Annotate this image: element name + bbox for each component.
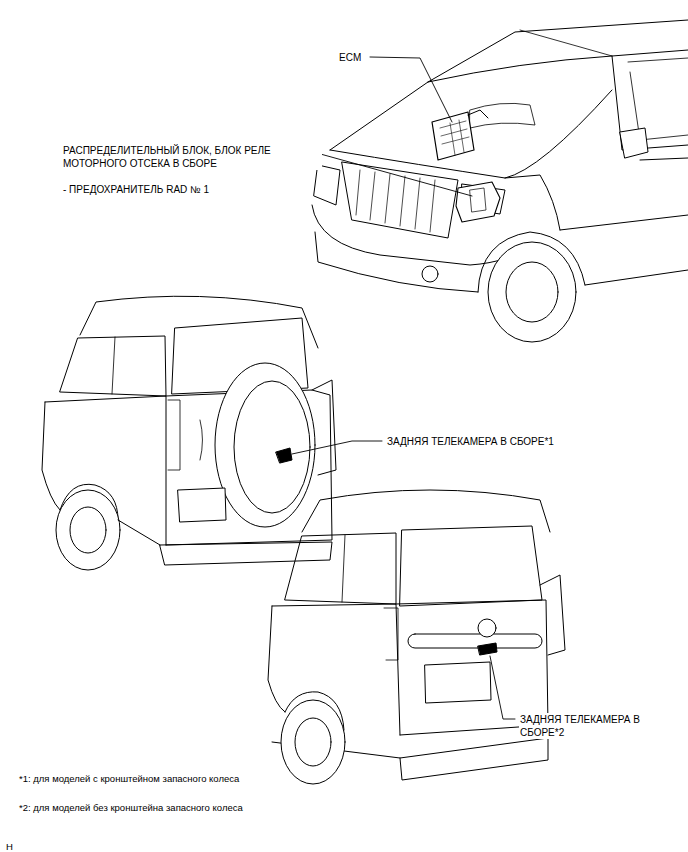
part-label: ЗАДНЯЯ ТЕЛЕКАМЕРА В СБОРЕ*1 — [386, 435, 555, 448]
rear-vehicle-spare-wheel — [42, 296, 336, 570]
part-label: ЗАДНЯЯ ТЕЛЕКАМЕРА В СБОРЕ*2 — [519, 713, 681, 739]
rear-vehicle-no-spare-wheel — [268, 490, 565, 784]
leader-lines — [292, 57, 515, 719]
footnote: *1: для моделей с кронштейном запасного … — [18, 772, 240, 785]
part-label: РАСПРЕДЕЛИТЕЛЬНЫЙ БЛОК, БЛОК РЕЛЕ МОТОРН… — [62, 144, 322, 170]
footnote: *2: для моделей без кронштейна запасного… — [18, 801, 244, 814]
figure-code: H — [5, 840, 14, 852]
front-vehicle — [312, 20, 688, 342]
part-sublabel: - ПРЕДОХРАНИТЕЛЬ RAD № 1 — [62, 183, 210, 196]
part-label: ECM — [338, 51, 362, 64]
